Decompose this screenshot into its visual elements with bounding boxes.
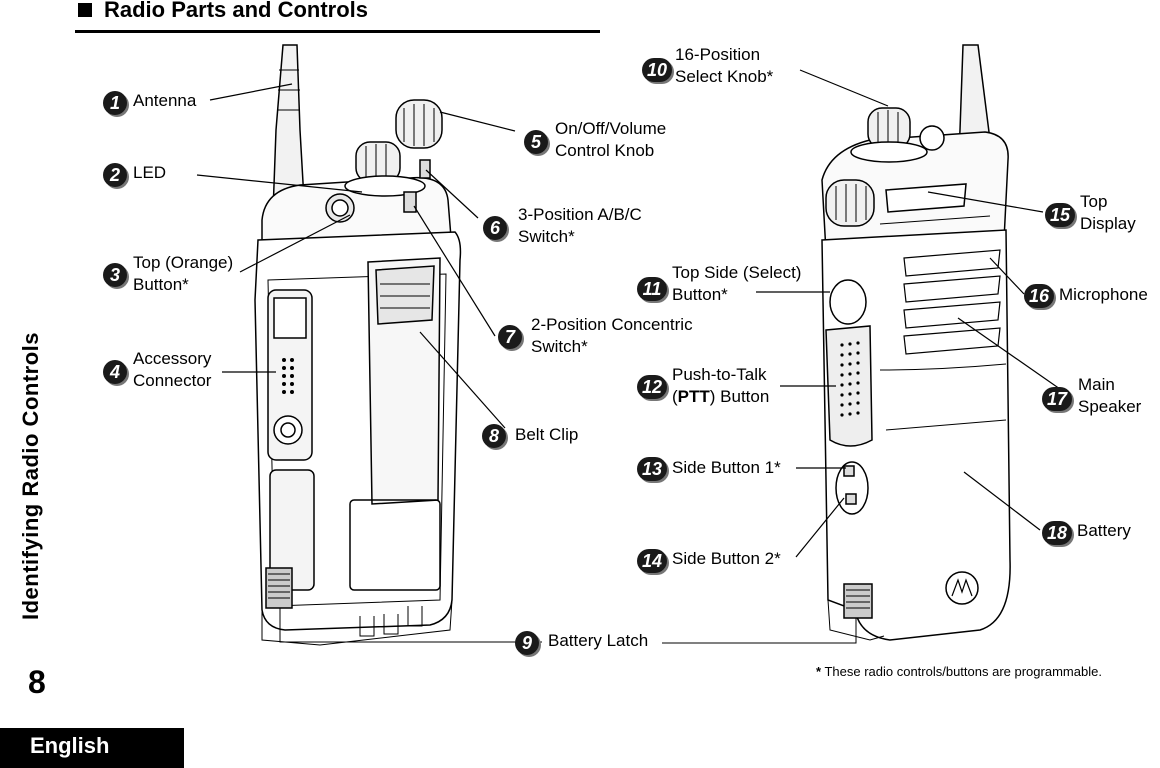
header-square-icon xyxy=(78,3,92,17)
callout-badge-17: 17 xyxy=(1042,387,1072,411)
callout-badge-2: 2 xyxy=(103,163,127,187)
callout-badge-13: 13 xyxy=(637,457,667,481)
callout-badge-14: 14 xyxy=(637,549,667,573)
callout-badge-6: 6 xyxy=(483,216,507,240)
page-number: 8 xyxy=(28,664,46,700)
header-rule xyxy=(75,30,600,33)
callout-badge-12: 12 xyxy=(637,375,667,399)
callout-badge-11: 11 xyxy=(637,277,667,301)
callout-badge-1: 1 xyxy=(103,91,127,115)
callout-badge-5: 5 xyxy=(524,130,548,154)
callout-badge-7: 7 xyxy=(498,325,522,349)
callout-badge-8: 8 xyxy=(482,424,506,448)
callout-concentric-switch: 2-Position Concentric Switch* xyxy=(531,315,693,356)
callout-battery: Battery xyxy=(1077,521,1131,540)
callout-side-button-1: Side Button 1* xyxy=(672,458,781,477)
callout-badge-4: 4 xyxy=(103,360,127,384)
callout-antenna: Antenna xyxy=(133,91,197,110)
callout-led: LED xyxy=(133,163,167,182)
callout-select-knob: 16-Position Select Knob* xyxy=(675,45,774,86)
callout-abc-switch: 3-Position A/B/C Switch* xyxy=(518,205,642,246)
right-radio-drawing xyxy=(821,44,1011,641)
callout-battery-latch: Battery Latch xyxy=(548,631,649,650)
callout-side-button-2: Side Button 2* xyxy=(672,549,781,568)
callout-belt-clip: Belt Clip xyxy=(515,425,579,444)
callout-badge-15: 15 xyxy=(1045,203,1075,227)
language-label: English xyxy=(30,733,110,758)
callout-top-display: Top Display xyxy=(1080,192,1136,233)
footnote: * These radio controls/buttons are progr… xyxy=(816,664,1102,679)
callout-badge-10: 10 xyxy=(642,58,672,82)
page-title: Radio Parts and Controls xyxy=(104,0,369,22)
callout-top-side-button: Top Side (Select) Button* xyxy=(672,263,802,304)
callout-volume-knob: On/Off/Volume Control Knob xyxy=(555,119,667,160)
footnote-mark: * xyxy=(816,664,822,679)
callout-badge-9: 9 xyxy=(515,631,539,655)
callout-main-speaker: Main Speaker xyxy=(1078,375,1142,416)
callout-badge-3: 3 xyxy=(103,263,127,287)
language-bar: English xyxy=(0,728,184,768)
ptt-bold-text: PTT xyxy=(677,387,710,406)
callout-ptt-button: Push-to-Talk (PTT) Button xyxy=(672,365,770,406)
callout-microphone: Microphone xyxy=(1059,285,1148,304)
callout-badge-16: 16 xyxy=(1024,284,1054,308)
left-radio-drawing xyxy=(254,44,462,646)
callout-badge-18: 18 xyxy=(1042,521,1072,545)
leader-lines xyxy=(196,69,1071,644)
footnote-text: These radio controls/buttons are program… xyxy=(824,664,1102,679)
callout-accessory-connector: Accessory Connector xyxy=(133,349,212,390)
callout-top-orange-button: Top (Orange) Button* xyxy=(133,253,234,294)
